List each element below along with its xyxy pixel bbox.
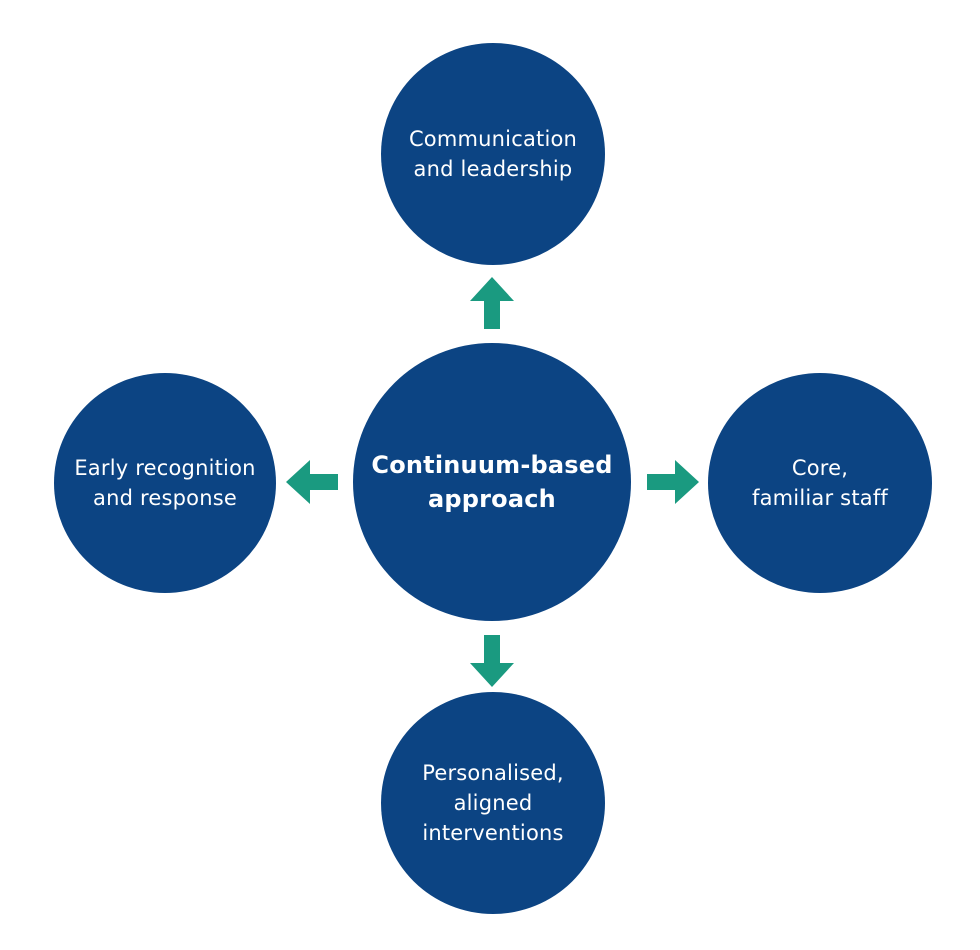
arrow-down-icon — [470, 635, 514, 687]
node-early-recognition: Early recognition and response — [54, 373, 276, 593]
node-label: Early recognition and response — [74, 456, 256, 510]
node-continuum-based-approach: Continuum-based approach — [353, 343, 631, 621]
arrow-left-icon — [286, 460, 338, 504]
node-label: Core, familiar staff — [751, 456, 889, 510]
center-node-label: Continuum-based approach — [371, 451, 613, 513]
arrow-right-icon — [647, 460, 699, 504]
node-label: Personalised, aligned interventions — [422, 761, 564, 845]
node-label: Communication and leadership — [408, 127, 578, 181]
node-core-familiar-staff: Core, familiar staff — [708, 373, 932, 593]
arrow-up-icon — [470, 277, 514, 329]
node-personalised-interventions: Personalised, aligned interventions — [381, 692, 605, 914]
node-communication-leadership: Communication and leadership — [381, 43, 605, 265]
